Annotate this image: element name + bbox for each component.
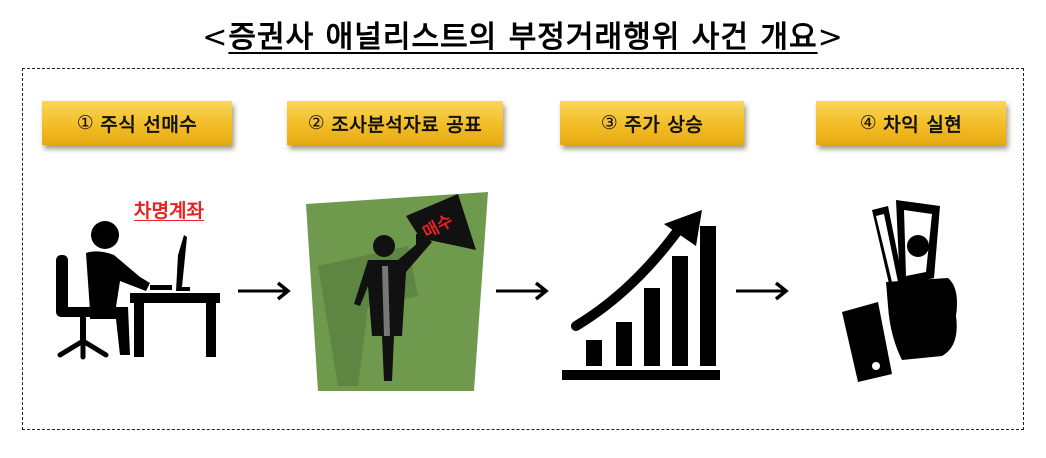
step-4-label: ④ 차익 실현 bbox=[816, 101, 1006, 145]
rising-bar-chart-icon bbox=[562, 210, 720, 380]
title-text: 증권사 애널리스트의 부정거래행위 사건 개요 bbox=[228, 20, 818, 55]
borrowed-account-annotation: 차명계좌 bbox=[134, 200, 204, 222]
step-2-number: ② bbox=[307, 112, 326, 134]
person-with-megaphone-icon: 매수 bbox=[306, 192, 488, 391]
flow-arrow-3 bbox=[736, 281, 789, 301]
title-close-bracket: > bbox=[817, 20, 844, 55]
step-1-label: ① 주식 선매수 bbox=[42, 101, 232, 145]
flow-arrow-2 bbox=[496, 281, 549, 301]
title-open-bracket: < bbox=[202, 20, 229, 55]
step-4-number: ④ bbox=[859, 112, 878, 134]
step-3-text: 주가 상승 bbox=[624, 113, 704, 136]
flow-arrow-1 bbox=[238, 281, 291, 301]
step-3-label: ③ 주가 상승 bbox=[560, 101, 744, 145]
step-2-text: 조사분석자료 공표 bbox=[331, 113, 483, 136]
step-2-label: ② 조사분석자료 공표 bbox=[287, 101, 503, 145]
step-1-number: ① bbox=[76, 112, 95, 134]
diagram-frame bbox=[22, 68, 1024, 430]
hand-holding-money-icon bbox=[842, 200, 957, 382]
person-at-computer-icon bbox=[56, 221, 220, 360]
step-4-text: 차익 실현 bbox=[883, 113, 963, 136]
step-3-number: ③ bbox=[600, 112, 619, 134]
step-1-text: 주식 선매수 bbox=[100, 113, 198, 136]
page-title: <증권사 애널리스트의 부정거래행위 사건 개요> bbox=[0, 18, 1046, 58]
